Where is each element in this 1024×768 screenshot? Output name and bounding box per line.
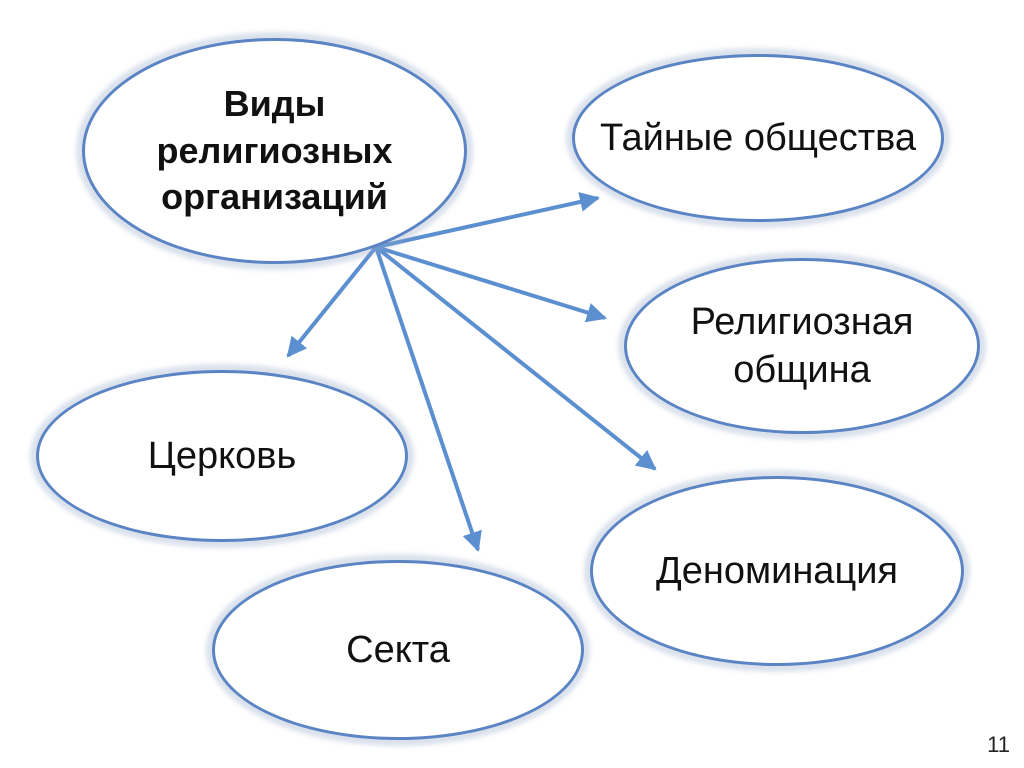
node-sect: Секта <box>212 560 584 740</box>
node-church-label: Церковь <box>147 434 297 477</box>
node-religious-community-label: Религиозная община <box>690 300 914 391</box>
root-node: Виды религиозных организаций <box>82 38 467 264</box>
node-sect-label: Секта <box>346 628 450 671</box>
node-religious-community: Религиозная община <box>624 258 980 434</box>
node-denomination: Деноминация <box>590 476 964 666</box>
node-secret-societies: Тайные общества <box>572 54 944 222</box>
page-number: 11 <box>987 732 1010 757</box>
arrow-to-secret-societies <box>375 192 600 249</box>
arrow-to-sect <box>374 246 482 552</box>
arrow-to-denomination <box>374 245 657 471</box>
node-church: Церковь <box>36 370 408 542</box>
root-node-label: Виды религиозных организаций <box>156 82 393 218</box>
arrow-to-religious-community <box>375 245 607 323</box>
node-secret-societies-label: Тайные общества <box>599 116 917 159</box>
arrow-to-church <box>286 245 378 358</box>
node-denomination-label: Деноминация <box>655 549 899 592</box>
